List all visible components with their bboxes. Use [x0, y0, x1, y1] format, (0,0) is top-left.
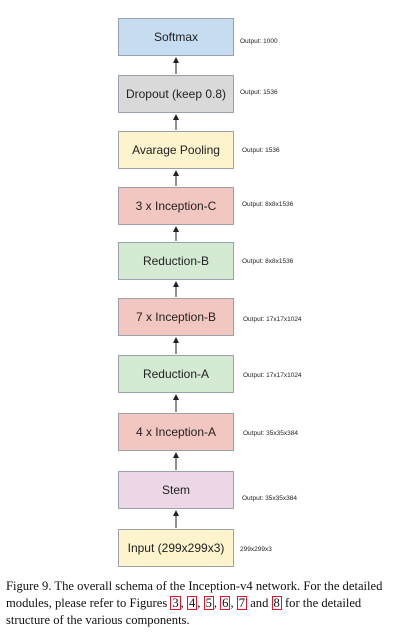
output-label: Output: 1536 [240, 89, 278, 96]
figure-ref-3[interactable]: 3 [170, 596, 181, 610]
figure-ref-4[interactable]: 4 [186, 596, 198, 610]
output-label: Output: 17x17x1024 [243, 372, 302, 379]
output-label: Output: 8x8x1536 [242, 258, 294, 265]
block-reduction-a: Reduction-A [118, 355, 234, 393]
arrows-layer [173, 57, 179, 528]
block-4-x-inception-a: 4 x Inception-A [118, 413, 234, 451]
arrow-head [173, 226, 179, 232]
block-softmax: Softmax [118, 18, 234, 56]
output-label: Output: 17x17x1024 [243, 316, 302, 323]
arrow-head [173, 510, 179, 516]
figure-ref-8[interactable]: 8 [271, 596, 282, 610]
block-input-299x299x3: Input (299x299x3) [118, 529, 234, 567]
arrow-head [173, 337, 179, 343]
output-label: Output: 1000 [240, 38, 278, 45]
arrow-head [173, 452, 179, 458]
arrow-head [173, 281, 179, 287]
arrow-head [173, 114, 179, 120]
output-label: Output: 35x35x384 [242, 495, 297, 502]
caption-and: and [247, 596, 272, 610]
arrow-head [173, 170, 179, 176]
figure-ref-6[interactable]: 6 [220, 596, 231, 610]
figure-ref-5[interactable]: 5 [203, 596, 214, 610]
output-label: Output: 1536 [242, 147, 280, 154]
output-label: 299x299x3 [240, 546, 272, 553]
block-3-x-inception-c: 3 x Inception-C [118, 187, 234, 225]
figure-caption: Figure 9. The overall schema of the Ince… [6, 579, 383, 627]
block-stem: Stem [118, 471, 234, 509]
caption-suffix: for the detailed structure of the variou… [6, 596, 362, 627]
block-avarage-pooling: Avarage Pooling [118, 131, 234, 169]
arrow-head [173, 394, 179, 400]
figure-ref-7[interactable]: 7 [236, 596, 248, 610]
output-label: Output: 8x8x1536 [242, 201, 294, 208]
arrow-head [173, 57, 179, 63]
output-label: Output: 35x35x384 [243, 430, 298, 437]
block-7-x-inception-b: 7 x Inception-B [118, 298, 234, 336]
block-reduction-b: Reduction-B [118, 242, 234, 280]
block-dropout-keep-0-8: Dropout (keep 0.8) [118, 75, 234, 113]
caption-prefix: Figure 9. The overall schema of the Ince… [6, 579, 383, 610]
